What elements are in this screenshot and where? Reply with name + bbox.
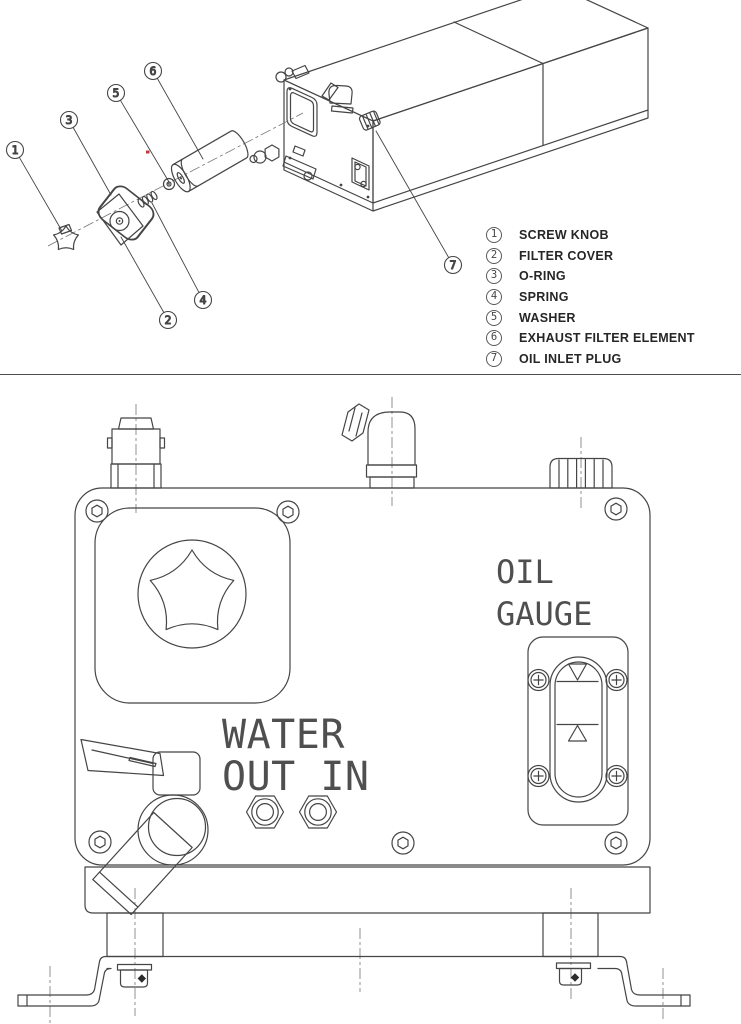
svg-text:1: 1 [12,143,19,157]
part-number-badge: 1 [486,227,502,244]
part-label: SPRING [519,290,569,305]
star-knob [149,549,235,631]
drain-spout [92,811,193,916]
part-number-badge: 7 [486,350,502,367]
water-label-line2: OUT IN [222,754,370,800]
pump-isometric-body [249,0,649,212]
inlet-fitting [106,417,166,489]
section-divider [0,374,741,375]
svg-text:3: 3 [66,113,73,127]
iso-oil-inlet-plug [358,110,381,131]
callout-7: 7 [443,255,463,275]
parts-list-item: 2 FILTER COVER [486,246,695,267]
screw-knob-part [53,223,79,251]
centerlines [49,397,664,1024]
right-foot [542,912,599,958]
parts-list-item: 4 SPRING [486,287,695,308]
parts-list-item: 1 SCREW KNOB [486,225,695,246]
part-label: O-RING [519,269,566,284]
svg-text:4: 4 [200,293,207,307]
callout-1: 1 [5,140,25,160]
o-ring-part [97,185,155,241]
oil-level-marks [556,663,599,742]
base-rail [84,866,651,914]
exhaust-filter-element-part [170,130,249,193]
filter-cover-panel [94,507,291,704]
part-number-badge: 3 [486,268,502,285]
parts-list-item: 5 WASHER [486,307,695,328]
svg-text:2: 2 [165,313,172,327]
part-number-badge: 4 [486,289,502,306]
part-number-badge: 2 [486,247,502,264]
oil-gauge-label-line2: GAUGE [496,595,592,633]
oil-fill-cap [549,457,613,489]
parts-list-item: 3 O-RING [486,266,695,287]
water-in-port [298,795,338,829]
part-label: SCREW KNOB [519,228,609,243]
part-label: FILTER COVER [519,248,614,263]
left-mount-bolt [116,963,153,988]
water-out-port [245,795,285,829]
callout-6: 6 [143,61,163,81]
gauge-screws [527,668,628,788]
iso-front-plate [351,157,370,191]
water-label-line1: WATER [222,712,345,758]
mounting-bracket [17,955,691,1007]
drain-valve-handle [80,738,209,916]
corner-screws [85,497,628,855]
callout-3: 3 [59,110,79,130]
iso-top-fittings [275,64,310,83]
callout-leader-lines [18,77,450,314]
part-label: OIL INLET PLUG [519,351,622,366]
part-number-badge: 5 [486,309,502,326]
parts-list-item: 6 EXHAUST FILTER ELEMENT [486,328,695,349]
callout-2: 2 [158,310,178,330]
filter-cover-part [96,193,144,246]
svg-text:5: 5 [113,86,120,100]
parts-list: 1 SCREW KNOB 2 FILTER COVER 3 O-RING 4 S… [486,225,695,369]
iso-screw-dots [288,87,370,199]
red-mark [146,150,150,154]
filter-window-opening [286,87,318,137]
elbow-fitting [341,403,418,489]
oil-gauge-assembly [527,636,629,826]
part-label: EXHAUST FILTER ELEMENT [519,331,695,346]
spring-part [137,190,158,208]
iso-elbow-fitting [321,82,354,114]
svg-text:7: 7 [450,258,457,272]
part-number-badge: 6 [486,330,502,347]
machine-front-view: OIL GAUGE WATER OUT IN [17,397,691,1024]
iso-water-fittings [249,144,317,181]
part-label: WASHER [519,310,576,325]
oil-gauge-label-line1: OIL [496,553,554,591]
parts-list-item: 7 OIL INLET PLUG [486,349,695,370]
pump-body-outline [74,487,651,866]
washer-part [162,177,176,191]
svg-text:6: 6 [150,64,157,78]
right-mount-bolt [555,962,592,986]
oil-sight-glass [549,656,608,803]
callout-5: 5 [106,83,126,103]
callout-4: 4 [193,290,213,310]
exploded-axis-centerline [47,112,304,247]
exploded-view-drawing: 1 3 5 6 2 4 7 [5,0,649,330]
